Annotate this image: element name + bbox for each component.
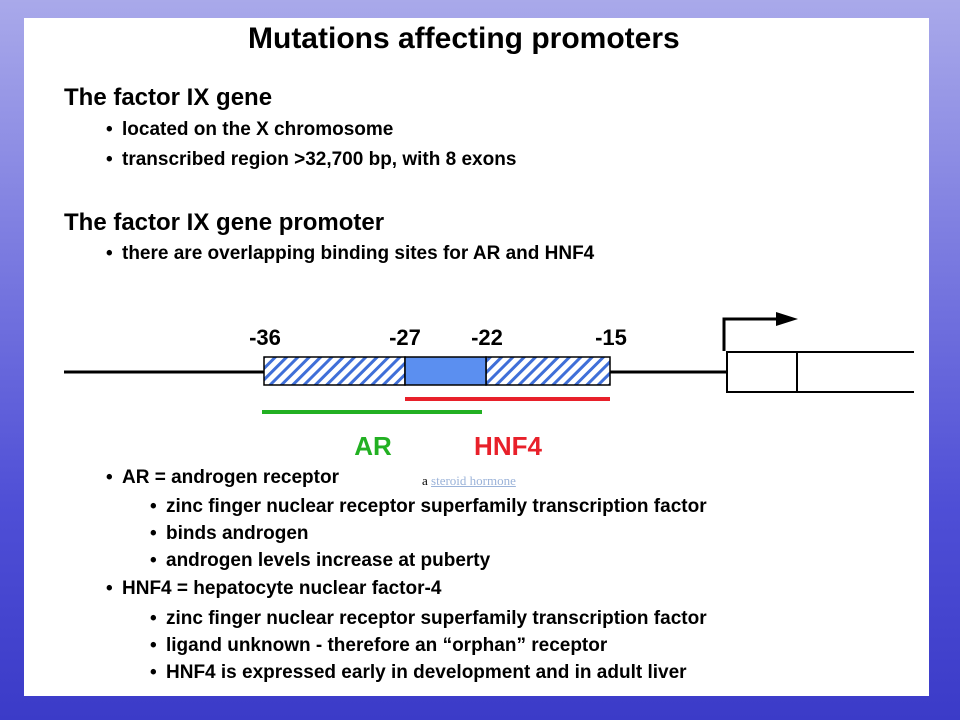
steroid-hormone-note: a steroid hormone [422,473,516,488]
overlap-core-box [404,356,487,386]
transcription-start-arrow [722,317,784,351]
bullet-hnf4-detail-1: •zinc finger nuclear receptor superfamil… [150,608,707,629]
position-label-22: -22 [471,325,503,350]
bullet-x-chromosome: •located on the X chromosome [106,119,394,140]
bullet-hnf4-definition: •HNF4 = hepatocyte nuclear factor-4 [106,578,442,599]
promoter-diagram: -36 -27 -22 -15 AR HNF4 [64,312,914,461]
bullet-transcribed-region: •transcribed region >32,700 bp, with 8 e… [106,149,517,170]
position-label-27: -27 [389,325,421,350]
steroid-hormone-link[interactable]: steroid hormone [431,473,516,488]
bullet-hnf4-detail-3: •HNF4 is expressed early in development … [150,662,687,683]
slide: Mutations affecting promoters The factor… [24,18,929,696]
bullet-ar-detail-3: •androgen levels increase at puberty [150,550,491,571]
bullet-ar-detail-1: •zinc finger nuclear receptor superfamil… [150,496,707,517]
arrow-head-icon [776,312,798,326]
bullet-overlapping-sites: •there are overlapping binding sites for… [106,243,595,264]
ar-label: AR [354,431,392,461]
exon-box [726,351,798,393]
heading-promoter: The factor IX gene promoter [64,209,385,236]
slide-title: Mutations affecting promoters [248,22,680,55]
position-label-36: -36 [249,325,281,350]
heading-factor-ix-gene: The factor IX gene [64,84,273,111]
hnf4-hatched-region [485,356,611,386]
bullet-hnf4-detail-2: •ligand unknown - therefore an “orphan” … [150,635,608,656]
bullet-ar-detail-2: •binds androgen [150,523,309,544]
ar-hatched-region [263,356,406,386]
hnf4-label: HNF4 [474,431,542,461]
position-label-15: -15 [595,325,627,350]
bullet-ar-definition: •AR = androgen receptor [106,467,339,488]
